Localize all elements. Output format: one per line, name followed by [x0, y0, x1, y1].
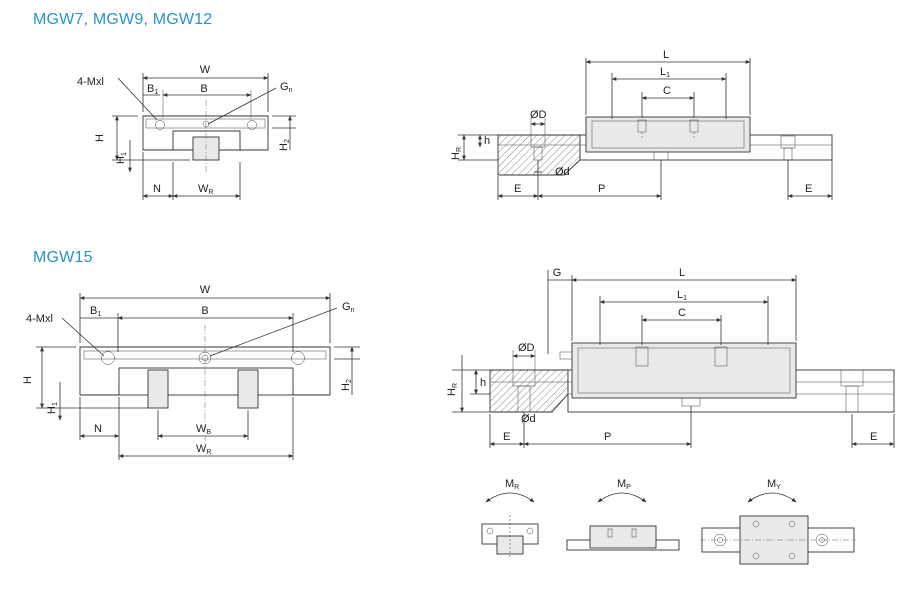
dim-D-small: ØD: [530, 109, 547, 121]
dim-HR-large: HR: [446, 383, 459, 396]
moment-pitch-diagram: [566, 492, 680, 551]
dim-H1-small: H1: [115, 152, 128, 164]
dim-C-large: C: [678, 307, 686, 319]
series-heading-small: MGW7, MGW9, MGW12: [33, 11, 213, 28]
dim-P-large: P: [604, 431, 611, 443]
small-front-view: [112, 73, 296, 200]
series-heading-large: MGW15: [33, 249, 93, 266]
dim-mxl-small: 4-Mxl: [77, 76, 104, 88]
dim-H2-large: H2: [340, 379, 353, 391]
dim-H1-large: H1: [46, 402, 59, 414]
dim-L-small: L: [663, 49, 669, 61]
large-front-view: [36, 293, 360, 460]
dim-h-large: h: [480, 377, 486, 389]
large-side-view: [452, 270, 895, 448]
dim-H2-small: H2: [278, 139, 291, 151]
dim-d-large: Ød: [521, 413, 536, 425]
dim-D-large: ØD: [518, 342, 535, 354]
dim-E-left-small: E: [514, 183, 521, 195]
dim-W-small: W: [200, 64, 211, 76]
dim-N-small: N: [153, 183, 161, 195]
dim-L1-large: L1: [677, 289, 687, 302]
moment-MY-label: MY: [767, 478, 781, 491]
dim-WB-large: WB: [196, 423, 211, 436]
dim-WR-small: WR: [198, 183, 213, 196]
moment-yaw-diagram: [700, 492, 856, 565]
dim-B-large: B: [201, 305, 208, 317]
dim-Gn-large: Gn: [342, 301, 355, 314]
dim-d-small: Ød: [555, 166, 570, 178]
dim-E-left-large: E: [503, 431, 510, 443]
dim-mxl-large: 4-Mxl: [26, 313, 53, 325]
dim-E-right-large: E: [870, 431, 877, 443]
dim-h-small: h: [484, 135, 490, 147]
dim-G-large: G: [553, 267, 562, 279]
dim-HR-small: HR: [450, 147, 463, 160]
dim-B-small: B: [200, 83, 207, 95]
moment-MR-label: MR: [505, 478, 519, 491]
dim-C-small: C: [663, 85, 671, 97]
dim-W-large: W: [200, 284, 211, 296]
dim-L-large: L: [679, 267, 685, 279]
small-side-view: [458, 58, 833, 200]
dim-H-small: H: [94, 134, 106, 142]
dim-Gn-small: Gn: [280, 81, 293, 94]
dim-E-right-small: E: [805, 183, 812, 195]
dim-B1-large: B1: [90, 305, 101, 318]
moment-MP-label: MP: [617, 478, 631, 491]
dim-H-large: H: [22, 376, 34, 384]
dim-B1-small: B1: [147, 83, 158, 96]
dim-L1-small: L1: [660, 66, 670, 79]
moment-roll-diagram: [481, 492, 539, 558]
dim-N-large: N: [94, 423, 102, 435]
dim-P-small: P: [598, 183, 605, 195]
dim-WR-large: WR: [196, 443, 211, 456]
